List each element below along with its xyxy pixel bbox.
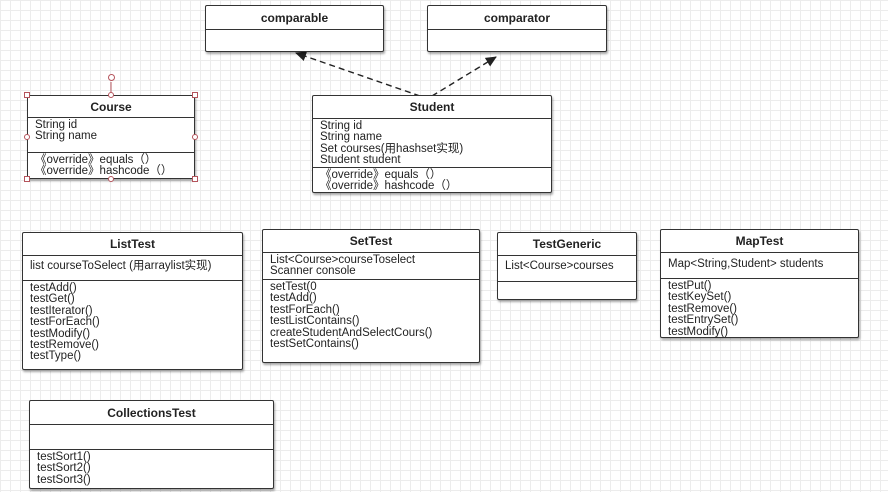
attribute: String name (35, 130, 98, 143)
resize-handle-sw[interactable] (24, 176, 30, 182)
class-maptest[interactable]: MapTest Map<String,Student> students tes… (660, 229, 859, 338)
resize-handle-e[interactable] (192, 134, 198, 140)
class-comparable[interactable]: comparable (205, 5, 384, 52)
method: setTest(0 (270, 281, 317, 293)
class-collectionstest[interactable]: CollectionsTest testSort1()testSort2()te… (29, 400, 274, 489)
class-name: ListTest (23, 233, 242, 256)
resize-handle-s[interactable] (108, 176, 114, 182)
class-comparator[interactable]: comparator (427, 5, 607, 52)
attributes-section: Map<String,Student> students (661, 253, 858, 279)
attribute: Set courses(用hashset实现) (320, 142, 464, 155)
method: testRemove() (30, 339, 100, 352)
method: testListContains() (270, 315, 360, 328)
resize-handle-n[interactable] (108, 92, 114, 98)
class-name: Course (28, 96, 194, 118)
methods-section: 《override》equals（）《override》hashcode（） (28, 153, 194, 180)
attribute: Student student (320, 154, 401, 167)
methods-section: testAdd()testGet()testIterator()testForE… (23, 281, 242, 365)
method: 《override》hashcode（） (320, 180, 458, 193)
resize-handle-ne[interactable] (192, 92, 198, 98)
attribute: String id (320, 120, 363, 132)
resize-handle-se[interactable] (192, 176, 198, 182)
attributes-section: list courseToSelect (用arraylist实现) (23, 256, 242, 281)
attribute: List<Course>courseToselect (270, 254, 416, 266)
student-realizes-comparable-edge[interactable] (295, 51, 421, 97)
class-name: comparator (428, 6, 606, 30)
method: testModify() (30, 327, 91, 340)
method: testSort1() (37, 451, 91, 463)
method: 《override》equals（） (35, 154, 157, 166)
method: testIterator() (30, 304, 93, 317)
class-name: MapTest (661, 230, 858, 253)
method: testType() (30, 350, 82, 363)
method: createStudentAndSelectCours() (270, 326, 433, 339)
methods-section: testPut()testKeySet()testRemove()testEnt… (661, 279, 858, 340)
attribute: Scanner console (270, 265, 356, 278)
methods-section: 《override》equals（）《override》hashcode（） (313, 168, 551, 195)
resize-handle-w[interactable] (24, 134, 30, 140)
class-name: CollectionsTest (30, 401, 273, 425)
method: testAdd() (270, 292, 317, 305)
attribute: String id (35, 119, 78, 131)
method: testModify() (668, 325, 729, 338)
attribute: String name (320, 131, 383, 144)
class-name: comparable (206, 6, 383, 30)
method: testGet() (30, 293, 75, 306)
method: 《override》equals（） (320, 169, 442, 181)
class-listtest[interactable]: ListTest list courseToSelect (用arraylist… (22, 232, 243, 370)
method: testSetContains() (270, 338, 359, 351)
rotate-handle[interactable] (108, 74, 115, 81)
method: testPut() (668, 280, 712, 292)
method: testForEach() (30, 316, 100, 329)
class-name: Student (313, 96, 551, 119)
method: testSort2() (37, 462, 91, 475)
class-name: TestGeneric (498, 233, 636, 256)
attribute: List<Course>courses (505, 260, 614, 272)
method: testSort3() (37, 473, 91, 486)
method: testKeySet() (668, 291, 732, 304)
method: testForEach() (270, 303, 340, 316)
method: testEntrySet() (668, 314, 739, 327)
method: testRemove() (668, 302, 738, 315)
attributes-section: List<Course>courses (498, 256, 636, 282)
attribute: Map<String,Student> students (668, 258, 824, 270)
methods-section (498, 282, 636, 286)
resize-handle-nw[interactable] (24, 92, 30, 98)
method: testAdd() (30, 282, 77, 294)
class-name: SetTest (263, 230, 479, 253)
class-testgeneric[interactable]: TestGeneric List<Course>courses (497, 232, 637, 300)
attribute: list courseToSelect (用arraylist实现) (30, 260, 212, 272)
attributes-section (30, 425, 273, 450)
methods-section: testSort1()testSort2()testSort3() (30, 450, 273, 488)
method: 《override》hashcode（） (35, 165, 173, 178)
student-realizes-comparator-edge[interactable] (431, 56, 497, 97)
